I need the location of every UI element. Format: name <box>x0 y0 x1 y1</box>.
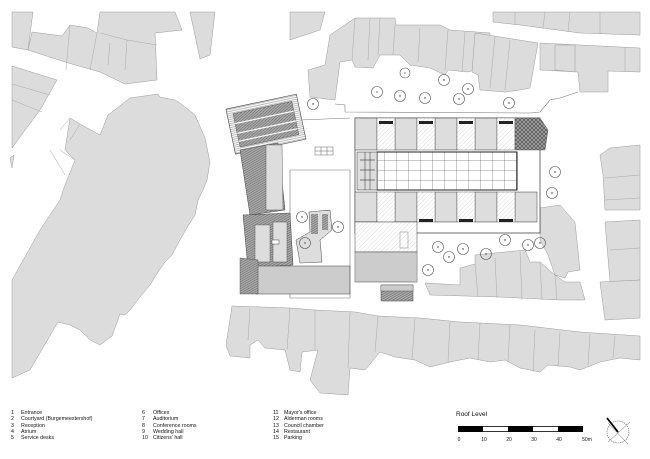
scale-tick: 40 <box>556 437 562 443</box>
scale-segment <box>558 426 583 433</box>
city-hall-roof <box>225 93 549 302</box>
drawing-title: Roof Level <box>456 411 488 418</box>
scale-segment <box>508 426 533 433</box>
trees <box>296 67 561 276</box>
scale-bar: Roof Level 0 10 20 30 40 50m <box>456 411 606 451</box>
scale-tick: 50m <box>582 437 592 443</box>
scale-segment <box>458 426 483 433</box>
scale-tick: 0 <box>457 437 461 443</box>
scale-tick: 30 <box>531 437 537 443</box>
context-buildings <box>9 11 641 396</box>
scale-tick: 20 <box>506 437 512 443</box>
scale-tick: 10 <box>481 437 487 443</box>
site-outline <box>289 91 579 299</box>
scale-bar-graphic <box>458 426 583 433</box>
north-arrow-icon <box>606 417 631 445</box>
site-plan <box>9 11 641 396</box>
